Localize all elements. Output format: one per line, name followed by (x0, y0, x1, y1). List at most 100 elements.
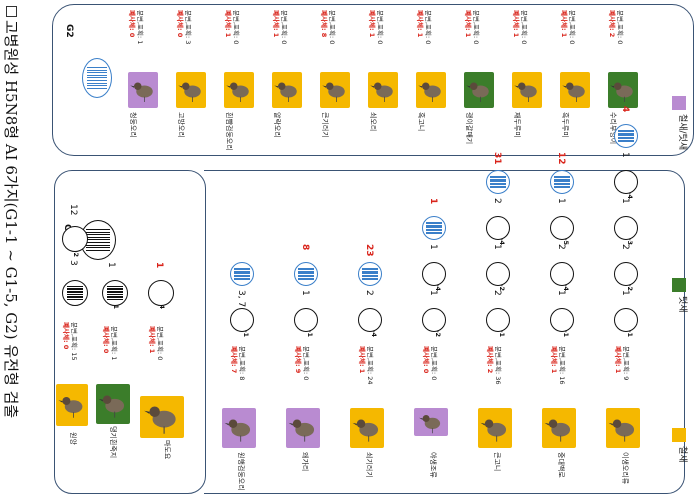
seq-count: 1 (154, 262, 164, 269)
g1-bird-dead: 폐사체: 0 (102, 326, 110, 354)
g2-panel (52, 4, 694, 156)
main-bird-dead: 폐사체: 9 (294, 346, 302, 374)
g2-bird-name: 흑두루미 (561, 112, 569, 138)
g1-bird-name: 원앙 (69, 432, 77, 445)
g2-bird-photo (176, 72, 206, 108)
g2-bird-name: 혹고니 (417, 112, 425, 132)
g2-bird-name: 재두루미 (513, 112, 521, 138)
g2-bird-photo (560, 72, 590, 108)
seq-count: 1 (556, 198, 566, 204)
g2-bird-photo (224, 72, 254, 108)
main-bird-name: 이생오리류 (621, 452, 629, 485)
main-bird-photo (478, 408, 512, 448)
seq-circle (422, 262, 446, 286)
seq-circle (486, 308, 510, 332)
seq-circle (358, 308, 382, 332)
g2-bird-photo (608, 72, 638, 108)
seq-circle (422, 308, 446, 332)
g2-header-seq (82, 58, 112, 98)
g2-bird-photo (272, 72, 302, 108)
seq-count: 3 (68, 260, 78, 266)
seq-count: 1 (428, 198, 438, 205)
seq-count: 12 (556, 152, 566, 165)
g2-bird-photo (368, 72, 398, 108)
g2-bird-dead: 폐사체: 1 (560, 10, 568, 38)
seq-circle (230, 262, 254, 286)
g2-bird-dead: 폐사체: 1 (512, 10, 520, 38)
seq-count: 1 (106, 262, 116, 268)
g2-bird-name: 큰기러기 (321, 112, 329, 138)
g2-bird-name: 흰뺨검둥오리 (225, 112, 233, 151)
seq-circle (550, 216, 574, 240)
legend-label: 철새/텃새 (677, 114, 687, 151)
seq-circle (614, 262, 638, 286)
main-bird-name: 원행검둥오리 (237, 452, 245, 491)
legend-label: 철새 (677, 446, 687, 463)
main-bird-dead: 폐사체: 2 (486, 346, 494, 374)
g2-bird-dead: 폐사체: 8 (320, 10, 328, 38)
mixed-panel (204, 170, 685, 494)
g2-bird-photo (320, 72, 350, 108)
main-bird-photo (350, 408, 384, 448)
main-bird-name: 왜가리 (301, 452, 309, 472)
g2-bird-photo (464, 72, 494, 108)
main-bird-dead: 폐사체: 0 (422, 346, 430, 374)
g2-bird-dead: 폐사체: 1 (368, 10, 376, 38)
main-bird-photo (606, 408, 640, 448)
g2-header-label: G2 (64, 24, 74, 38)
g1-panel (54, 170, 206, 494)
title-checkbox (6, 6, 17, 17)
seq-circle (294, 262, 318, 286)
g1-bird-dead: 폐사체: 1 (148, 326, 156, 354)
g2-bird-dead: 폐사체: 1 (464, 10, 472, 38)
g2-bird-photo (128, 72, 158, 108)
main-bird-name: 쇠기러기 (365, 452, 373, 478)
g2-bird-name: 알락오리 (273, 112, 281, 138)
seq-count: 31 (492, 152, 502, 165)
g2-bird-name: 쇠오리 (369, 112, 377, 132)
seq-circle (614, 308, 638, 332)
g2-bird-photo (416, 72, 446, 108)
seq-count: 23 (364, 244, 374, 257)
main-bird-name: 중대백로 (557, 452, 565, 478)
g1-bird-dead: 폐사체: 0 (62, 322, 70, 350)
g1-bird-photo (140, 396, 184, 438)
g2-bird-name: 고방오리 (177, 112, 185, 138)
g1-bird-name: 댕기흰죽지 (109, 426, 117, 459)
seq-count: 3, 7 (236, 290, 246, 308)
main-bird-dead: 폐사체: 7 (230, 346, 238, 374)
seq-count: 12 (68, 204, 78, 216)
seq-count: 1 (620, 152, 630, 158)
seq-circle (62, 280, 88, 306)
page-title: 고병원성 H5N8형 AI 6가지(G1-1 ~ G1-5, G2) 유전형 검… (2, 20, 20, 419)
g2-bird-dead: 폐사체: 2 (608, 10, 616, 38)
legend-swatch (672, 428, 686, 442)
seq-circle (102, 280, 128, 306)
g2-bird-photo (512, 72, 542, 108)
g1-bird-name: 마도요 (163, 440, 171, 460)
g2-bird-dead: 폐사체: 1 (416, 10, 424, 38)
g1-bird-photo (96, 384, 130, 424)
main-bird-photo (542, 408, 576, 448)
main-bird-name: 야생조류 (429, 452, 437, 478)
seq-circle (550, 262, 574, 286)
main-bird-photo (286, 408, 320, 448)
main-bird-photo (222, 408, 256, 448)
seq-circle (550, 170, 574, 194)
seq-circle (62, 226, 88, 252)
seq-circle (422, 216, 446, 240)
g2-bird-dead: 폐사체: 1 (224, 10, 232, 38)
g2-bird-dead: 폐사체: 1 (272, 10, 280, 38)
seq-count: 4 (620, 106, 630, 113)
seq-circle (550, 308, 574, 332)
g2-bird-name: 괭이갈매기 (465, 112, 473, 145)
main-bird-photo (414, 408, 448, 436)
g2-bird-dead: 폐사체: 0 (128, 10, 136, 38)
legend-label: 텃새 (677, 296, 687, 313)
seq-count: 1 (300, 290, 310, 296)
seq-circle (614, 216, 638, 240)
seq-circle (486, 170, 510, 194)
seq-circle (614, 124, 638, 148)
main-bird-dead: 폐사체: 1 (358, 346, 366, 374)
g2-bird-dead: 폐사체: 0 (176, 10, 184, 38)
